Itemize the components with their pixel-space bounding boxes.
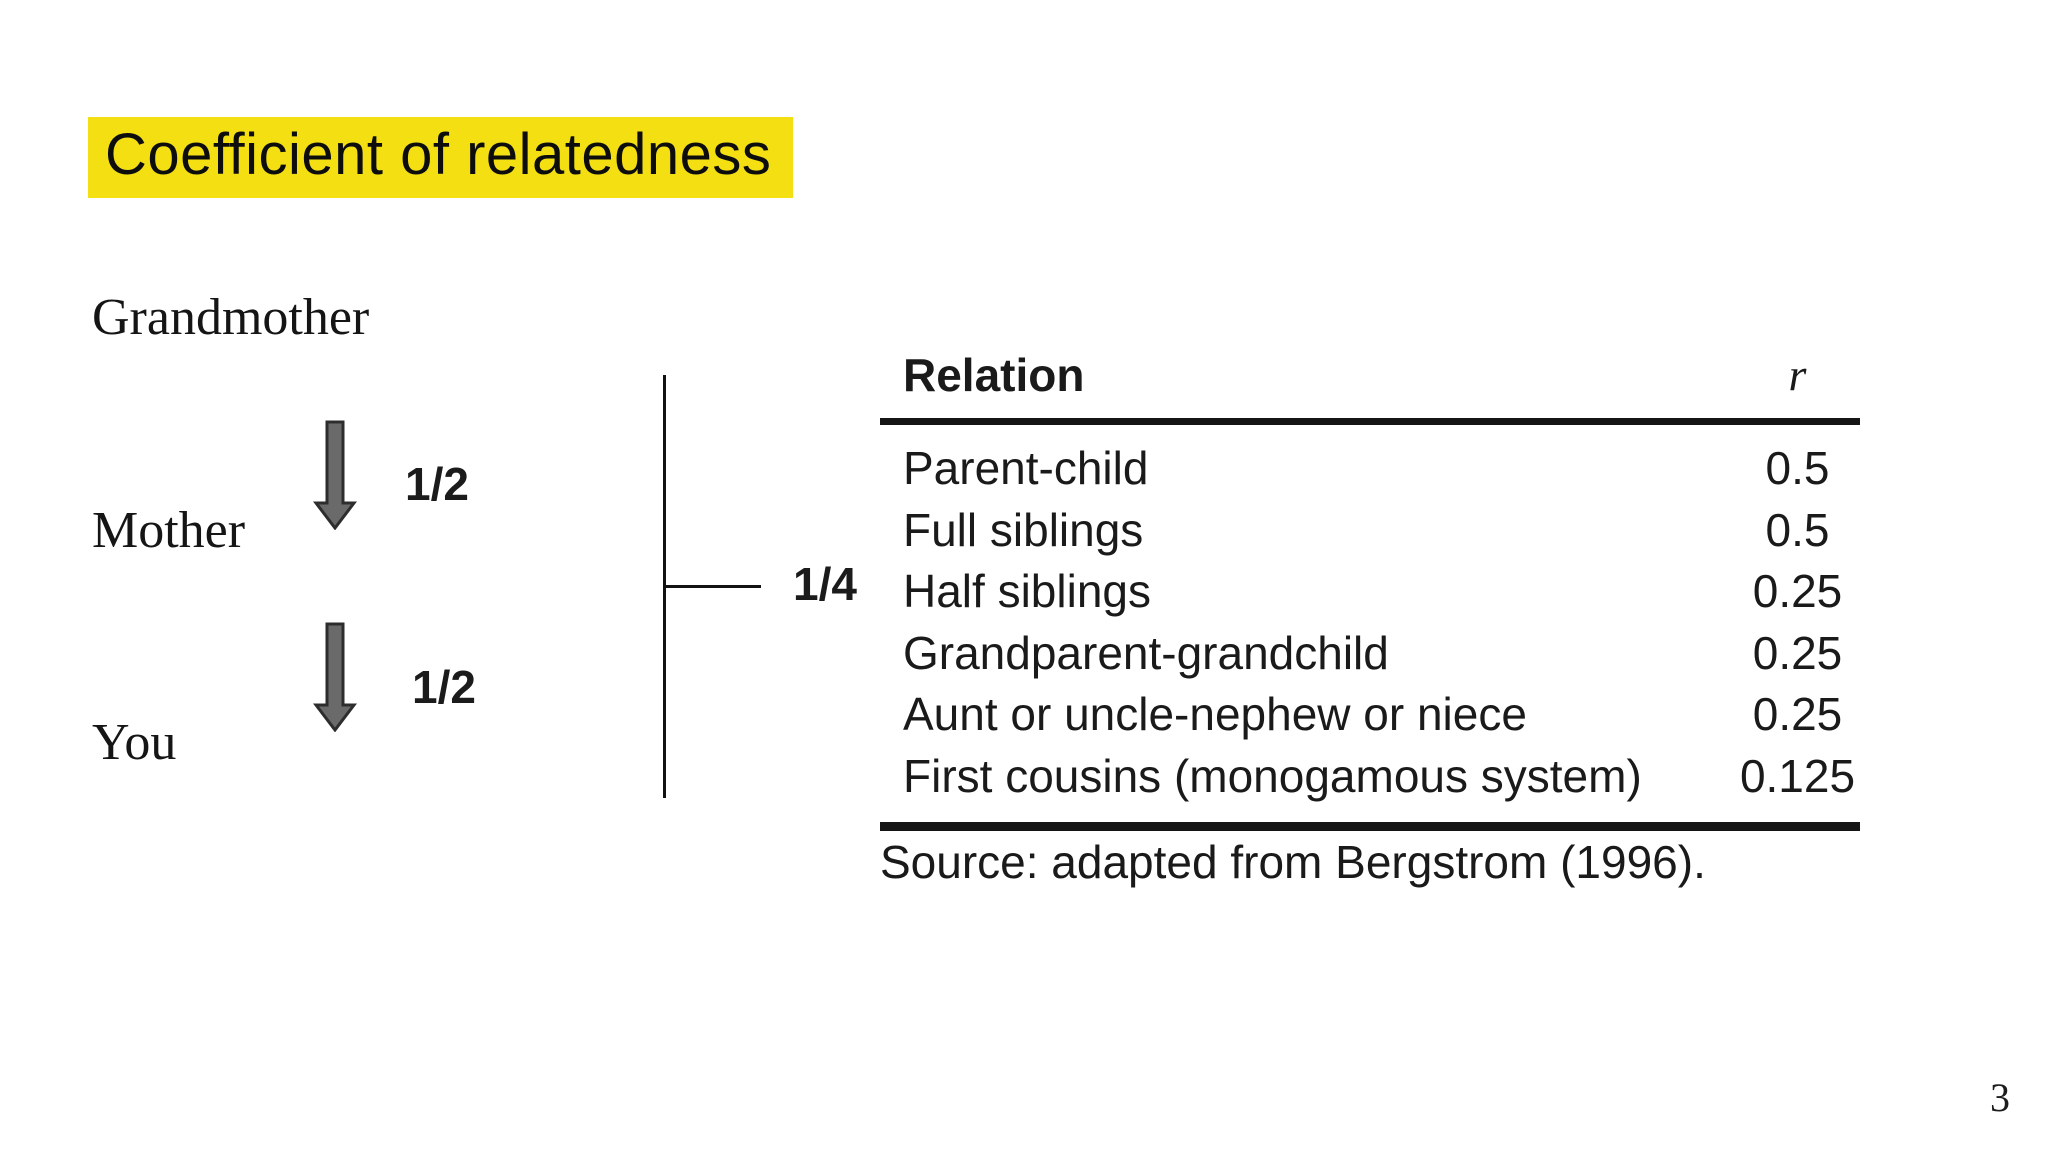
relation-cell: Aunt or uncle-nephew or niece xyxy=(903,688,1527,740)
relatedness-label-grandmother-mother: 1/2 xyxy=(405,458,469,510)
table-row: Aunt or uncle-nephew or niece 0.25 xyxy=(880,684,1860,746)
table-rows: Parent-child 0.5 Full siblings 0.5 Half … xyxy=(880,438,1860,807)
r-value-cell: 0.5 xyxy=(1765,442,1830,494)
relation-cell: First cousins (monogamous system) xyxy=(903,749,1642,802)
pedigree-node-mother: Mother xyxy=(92,502,246,559)
relation-cell: Half siblings xyxy=(903,565,1151,617)
relatedness-table: Relation r Parent-child 0.5 Full sibling… xyxy=(880,350,1860,910)
pedigree-node-you: You xyxy=(92,714,177,771)
relation-cell: Parent-child xyxy=(903,442,1149,494)
table-row: Full siblings 0.5 xyxy=(880,500,1860,562)
r-value-cell: 0.25 xyxy=(1752,626,1843,679)
page-title: Coefficient of relatedness xyxy=(105,122,772,187)
table-row: Half siblings 0.25 xyxy=(880,561,1860,623)
down-arrow-icon xyxy=(313,420,357,530)
table-header-r: r xyxy=(1788,349,1807,400)
table-bottom-rule xyxy=(880,822,1860,831)
table-header-relation: Relation xyxy=(903,349,1085,401)
page-number: 3 xyxy=(1990,1075,2010,1120)
table-source: Source: adapted from Bergstrom (1996). xyxy=(880,836,1706,888)
relation-cell: Full siblings xyxy=(903,503,1144,556)
pedigree-node-grandmother: Grandmother xyxy=(92,289,370,346)
r-value-cell: 0.5 xyxy=(1765,503,1830,556)
table-row: Grandparent-grandchild 0.25 xyxy=(880,623,1860,685)
r-value-cell: 0.125 xyxy=(1739,749,1856,802)
r-value-cell: 0.25 xyxy=(1752,688,1843,740)
r-value-cell: 0.25 xyxy=(1752,565,1843,617)
table-row: First cousins (monogamous system) 0.125 xyxy=(880,746,1860,808)
relatedness-label-grandmother-you: 1/4 xyxy=(793,558,857,610)
title-highlight: Coefficient of relatedness xyxy=(88,117,794,198)
down-arrow-icon xyxy=(313,622,357,732)
table-row: Parent-child 0.5 xyxy=(880,438,1860,500)
table-top-rule xyxy=(880,418,1860,425)
bracket-horizontal-line xyxy=(664,585,761,588)
relation-cell: Grandparent-grandchild xyxy=(903,626,1389,679)
relatedness-label-mother-you: 1/2 xyxy=(412,661,476,713)
